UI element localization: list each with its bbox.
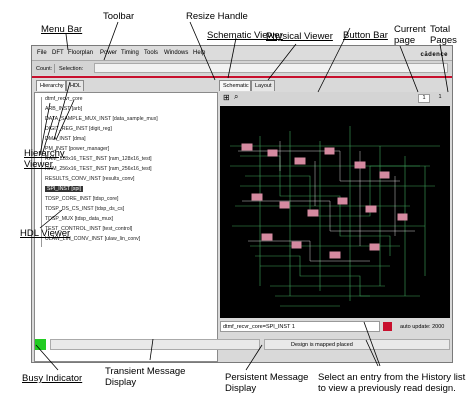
callout-resize-handle: Resize Handle (186, 11, 248, 22)
message-area: Design is mapped placed (32, 336, 452, 362)
callout-persistent-message-2: Display (225, 383, 257, 394)
tree-item[interactable]: DMA_INST [dma] (45, 136, 86, 142)
selection-label: Selection: (59, 66, 84, 72)
menu-floorplan[interactable]: Floorplan (68, 50, 94, 56)
tab-hdl[interactable]: HDL (66, 80, 84, 91)
cadence-logo: cādence (420, 52, 448, 58)
callout-persistent-message-1: Persistent Message (225, 372, 309, 383)
menu-help[interactable]: Help (193, 50, 206, 56)
tree-item[interactable]: PM_INST [power_manager] (45, 146, 110, 152)
callout-current-page-2: page (394, 35, 416, 46)
tree-item-selected[interactable]: SPI_INST [spi] (45, 186, 83, 192)
zoom-icon[interactable]: ⌕ (234, 92, 239, 101)
menu-file[interactable]: File (37, 50, 47, 56)
menu-power[interactable]: Power (100, 50, 118, 56)
tree-item[interactable]: RAM_128x16_TEST_INST [ram_128x16_test] (45, 156, 152, 162)
tree-item[interactable]: TDSP_MUX [tdsp_data_mux] (45, 216, 114, 222)
callout-busy-indicator: Busy Indicator (22, 373, 83, 384)
tree-item[interactable]: DATA_SAMPLE_MUX_INST [data_sample_mux] (45, 116, 158, 122)
auto-update-indicator[interactable] (383, 322, 392, 331)
callout-menu-bar: Menu Bar (41, 24, 83, 35)
resize-handle[interactable] (32, 76, 452, 78)
callout-hierarchy-viewer-2: Viewer (24, 159, 53, 170)
callout-toolbar: Toolbar (103, 11, 135, 22)
tree-guide-line (41, 97, 42, 247)
callout-history-2: to view a previously read design. (318, 383, 456, 394)
callout-transient-message-1: Transient Message (105, 366, 186, 377)
tab-layout[interactable]: Layout (251, 80, 275, 91)
callout-hierarchy-viewer-1: Hierarchy (24, 148, 65, 159)
selection-field[interactable] (94, 63, 448, 73)
menu-tools[interactable]: Tools (144, 50, 159, 56)
tree-item[interactable]: TDSP_CORE_INST [tdsp_core] (45, 196, 119, 202)
callout-total-pages-1: Total (430, 24, 451, 35)
schematic-canvas[interactable] (220, 106, 450, 318)
toolbar-divider (54, 64, 55, 73)
callout-schematic-viewer: Schematic Viewer (207, 30, 283, 41)
schematic-drawing (230, 126, 440, 307)
transient-message-display (50, 339, 260, 350)
app-window: File DFT Floorplan Power Timing Tools Wi… (31, 45, 453, 363)
callout-history-1: Select an entry from the History list (318, 372, 466, 383)
zoom-fit-icon[interactable]: ⊞ (223, 93, 230, 102)
tab-schematic[interactable]: Schematic (219, 80, 251, 91)
tree-item[interactable]: RESULTS_CONV_INST [results_conv] (45, 176, 135, 182)
menu-timing[interactable]: Timing (121, 50, 139, 56)
tree-item[interactable]: RAM_256x16_TEST_INST [ram_256x16_test] (45, 166, 152, 172)
tree-item[interactable]: ULAW_LIN_CONV_INST [ulaw_lin_conv] (45, 236, 141, 242)
auto-update-label: auto update: 2000 (400, 324, 445, 330)
toolbar: Count: Selection: (32, 61, 452, 75)
count-label: Count: (36, 66, 53, 72)
viewer-status-bar: dtmf_recvr_core=SPI_INST 1 auto update: … (220, 321, 450, 333)
busy-indicator (35, 339, 46, 350)
button-bar: ⊞ ⌕ 1 1 (220, 92, 450, 105)
callout-total-pages-2: Pages (430, 35, 457, 46)
hierarchy-tree: dtmf_recvr_core ARB_INST [arb] DATA_SAMP… (34, 92, 218, 362)
menu-bar: File DFT Floorplan Power Timing Tools Wi… (32, 46, 452, 61)
history-selector[interactable]: dtmf_recvr_core=SPI_INST 1 (220, 321, 380, 332)
persistent-message-display: Design is mapped placed (264, 339, 450, 350)
callout-hdl-viewer: HDL Viewer (20, 228, 71, 239)
callout-current-page-1: Current (394, 24, 426, 35)
menu-windows[interactable]: Windows (164, 50, 189, 56)
menu-dft[interactable]: DFT (52, 50, 64, 56)
total-pages-label: 1 (438, 94, 442, 100)
tree-item[interactable]: TDSP_DS_CS_INST [tdsp_ds_cs] (45, 206, 125, 212)
tree-item[interactable]: ARB_INST [arb] (45, 106, 83, 112)
tree-item[interactable]: DIGIT_REG_INST [digit_reg] (45, 126, 112, 132)
tree-item[interactable]: TEST_CONTROL_INST [test_control] (45, 226, 133, 232)
current-page-field[interactable]: 1 (418, 94, 430, 103)
tab-hierarchy[interactable]: Hierarchy (36, 80, 66, 91)
tree-item[interactable]: dtmf_recvr_core (45, 96, 83, 102)
callout-physical-viewer: Physical Viewer (266, 31, 333, 42)
callout-transient-message-2: Display (105, 377, 137, 388)
callout-button-bar: Button Bar (343, 30, 388, 41)
